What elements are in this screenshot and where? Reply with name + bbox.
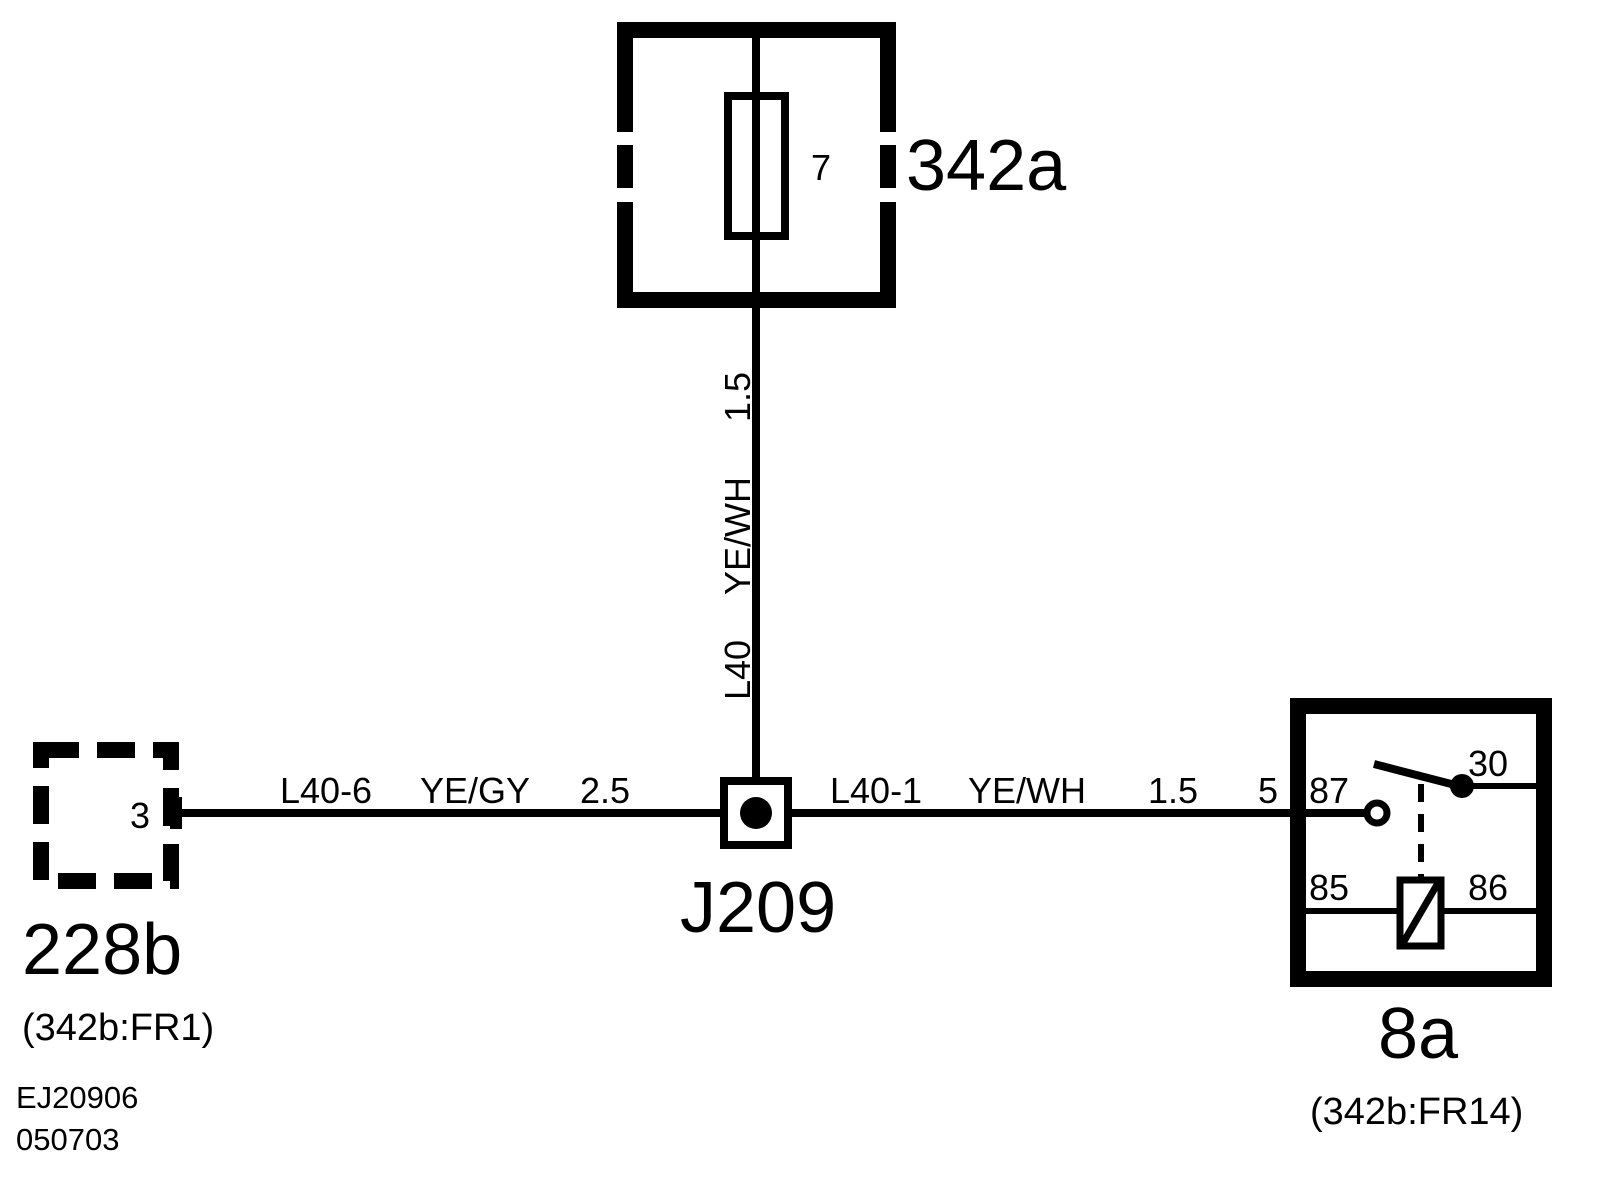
relay-coil-icon bbox=[1396, 876, 1445, 950]
relay-pin-87-label: 87 bbox=[1309, 770, 1349, 811]
wire-right: L40-1 YE/WH 1.5 5 bbox=[788, 770, 1377, 817]
wire-left: L40-6 YE/GY 2.5 bbox=[182, 770, 724, 817]
wire-vertical-size: 1.5 bbox=[717, 372, 758, 422]
relay-8a: 87 30 85 86 8a (342b:FR14) bbox=[1290, 698, 1552, 1133]
relay-connector-pin-label: 5 bbox=[1258, 770, 1278, 811]
connector-228b: 3 228b (342b:FR1) bbox=[22, 742, 214, 1049]
wire-vertical-label: L40 YE/WH 1.5 bbox=[717, 372, 758, 700]
relay-coil-diagonal bbox=[1399, 881, 1442, 945]
connector-pin-label: 3 bbox=[130, 795, 150, 836]
wire-left-circuit: L40-6 bbox=[280, 770, 372, 811]
connector-pin-marker bbox=[170, 797, 182, 829]
wire-right-size: 1.5 bbox=[1148, 770, 1198, 811]
splice-j209: J209 bbox=[680, 777, 836, 948]
relay-pin-30-label: 30 bbox=[1468, 743, 1508, 784]
splice-dot-icon bbox=[740, 797, 772, 829]
footer-code: EJ20906 bbox=[16, 1080, 138, 1115]
wire-left-size: 2.5 bbox=[580, 770, 630, 811]
wire-right-circuit: L40-1 bbox=[830, 770, 922, 811]
relay-id-label: 8a bbox=[1378, 994, 1459, 1074]
wire-right-color: YE/WH bbox=[968, 770, 1086, 811]
fuse-number-label: 7 bbox=[811, 147, 831, 188]
diagram-footer: EJ20906 050703 bbox=[16, 1080, 138, 1157]
relay-outline bbox=[1290, 698, 1552, 987]
relay-pin-86-label: 86 bbox=[1468, 867, 1508, 908]
connector-id-label: 228b bbox=[22, 910, 182, 990]
wire-vertical-circuit: L40 bbox=[717, 640, 758, 700]
splice-id-label: J209 bbox=[680, 868, 836, 948]
relay-switch-arm-icon bbox=[1372, 760, 1461, 790]
relay-pin-85-label: 85 bbox=[1309, 867, 1349, 908]
fuse-box-342a: 7 342a bbox=[617, 22, 1067, 308]
fuse-box-id-label: 342a bbox=[906, 126, 1067, 206]
wire-left-color: YE/GY bbox=[420, 770, 530, 811]
relay-contact-87-icon bbox=[1363, 799, 1391, 827]
wire-vertical: L40 YE/WH 1.5 bbox=[717, 236, 760, 808]
connector-ref-label: (342b:FR1) bbox=[22, 1007, 214, 1049]
relay-ref-label: (342b:FR14) bbox=[1310, 1091, 1523, 1133]
footer-date: 050703 bbox=[16, 1122, 119, 1157]
connector-228b-outline bbox=[33, 742, 179, 889]
wire-vertical-color: YE/WH bbox=[717, 477, 758, 595]
